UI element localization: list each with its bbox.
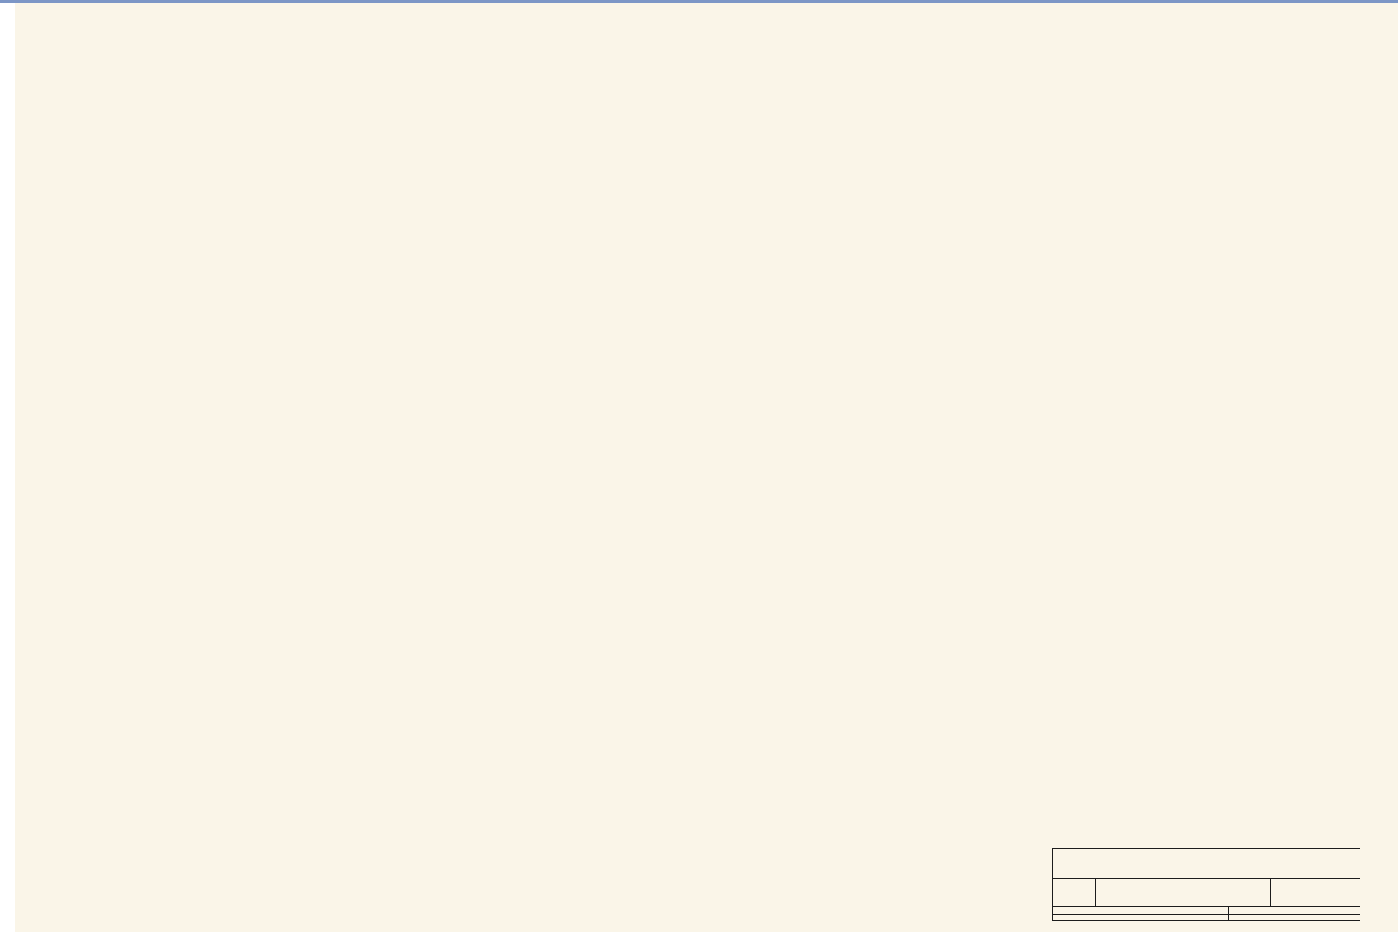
page-margin bbox=[0, 3, 15, 932]
window-top-edge bbox=[0, 0, 1398, 3]
title-block bbox=[1052, 848, 1360, 921]
